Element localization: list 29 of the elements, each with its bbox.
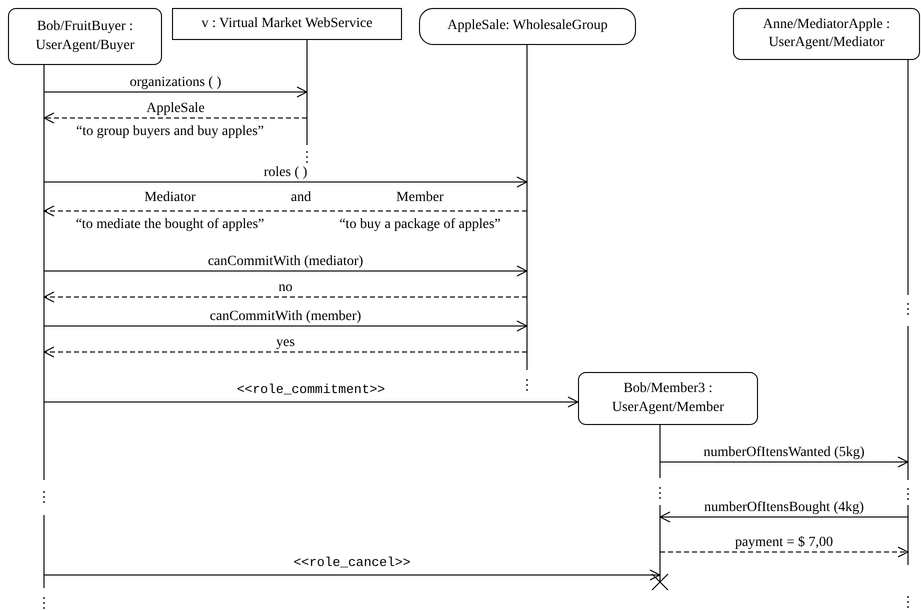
message-label: organizations ( ): [128, 75, 224, 90]
message-label: canCommitWith (member): [208, 309, 364, 324]
message-text: “to mediate the bought of apples”: [76, 217, 264, 232]
message-arrow: [44, 292, 528, 302]
message-label: <<role_cancel>>: [291, 556, 413, 570]
message-arrow: [660, 512, 908, 522]
message-arrow: [660, 546, 908, 558]
message-text: “to group buyers and buy apples”: [76, 124, 264, 140]
message-label: roles ( ): [262, 165, 310, 180]
message-text: and: [290, 190, 312, 206]
message-label: payment = $ 7,00: [732, 535, 836, 550]
message-text: “to buy a package of apples”: [339, 217, 501, 232]
message-label: canCommitWith (mediator): [206, 254, 366, 270]
message-arrow: [44, 86, 308, 98]
message-arrow: [44, 266, 528, 276]
message-label: <<role_commitment>>: [234, 383, 388, 398]
message-arrow: [44, 206, 528, 216]
message-label: numberOfItensBought (4kg): [702, 500, 866, 516]
message-label: AppleSale: [144, 101, 207, 116]
message-arrow: [44, 112, 308, 124]
message-arrow: [44, 176, 528, 188]
message-arrow: [44, 570, 660, 580]
message-arrow: [660, 456, 908, 468]
message-text: Mediator: [144, 190, 196, 206]
message-arrow: [44, 320, 528, 332]
message-arrow: [44, 346, 528, 358]
message-text: Member: [396, 190, 444, 206]
message-arrow: [44, 396, 578, 408]
message-label: numberOfItensWanted (5kg): [702, 445, 866, 460]
